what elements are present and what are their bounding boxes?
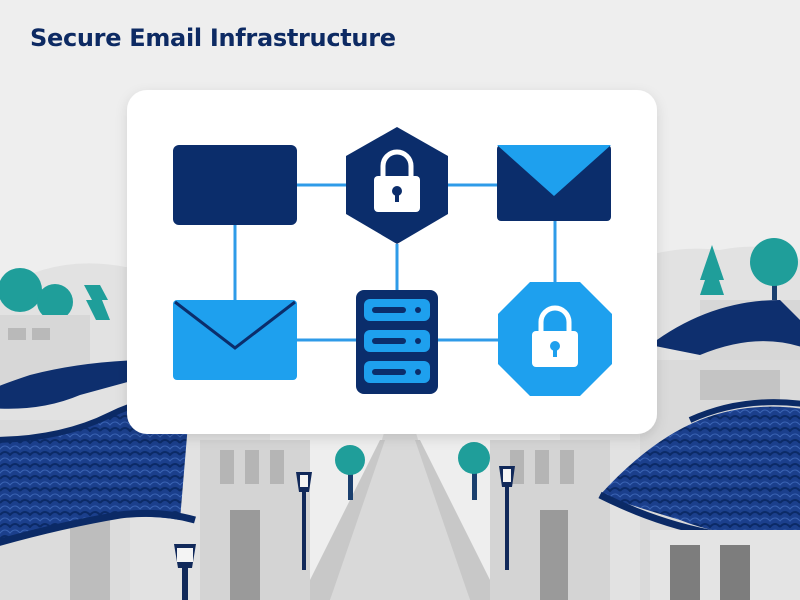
envelope-icon [174,300,296,350]
lock-octagon-node [498,282,612,396]
window [8,328,26,340]
envelope-dark-node [497,145,611,221]
sidewalk-left [300,440,385,600]
padlock-closed-icon [374,149,420,212]
lock-hexagon-node [346,127,448,244]
trees-right [700,238,798,305]
envelope-light-node [173,300,297,380]
street-lamp-left-far [296,472,312,570]
envelope-icon [497,145,611,196]
connector-lines [233,183,557,342]
street-lamp-left-near [174,544,196,600]
window [535,450,549,484]
roof-right-ridge [688,399,800,423]
house-right-upper-panel [700,370,780,400]
door [230,510,260,600]
window [245,450,259,484]
dark-block-node [173,145,297,225]
tree-street-right [458,442,490,500]
door [670,545,700,600]
sidewalk-right [415,440,500,600]
street-lamp-right-far [499,466,515,570]
tree-street-left [335,445,365,500]
window [270,450,284,484]
trees-left [0,268,110,320]
door [540,510,568,600]
server-stack-node [356,290,438,394]
roof-left-eave [0,509,196,546]
window [560,450,574,484]
street [330,430,470,600]
page-title: Secure Email Infrastructure [30,24,396,52]
door [720,545,750,600]
roof-left [0,399,190,544]
window [220,450,234,484]
roof-ridge-left-upper [0,360,140,409]
server-rack-icon [364,299,430,383]
window [32,328,50,340]
roof-ridge-right-upper [650,300,800,355]
roof-right [600,406,800,540]
padlock-closed-icon [532,305,578,367]
